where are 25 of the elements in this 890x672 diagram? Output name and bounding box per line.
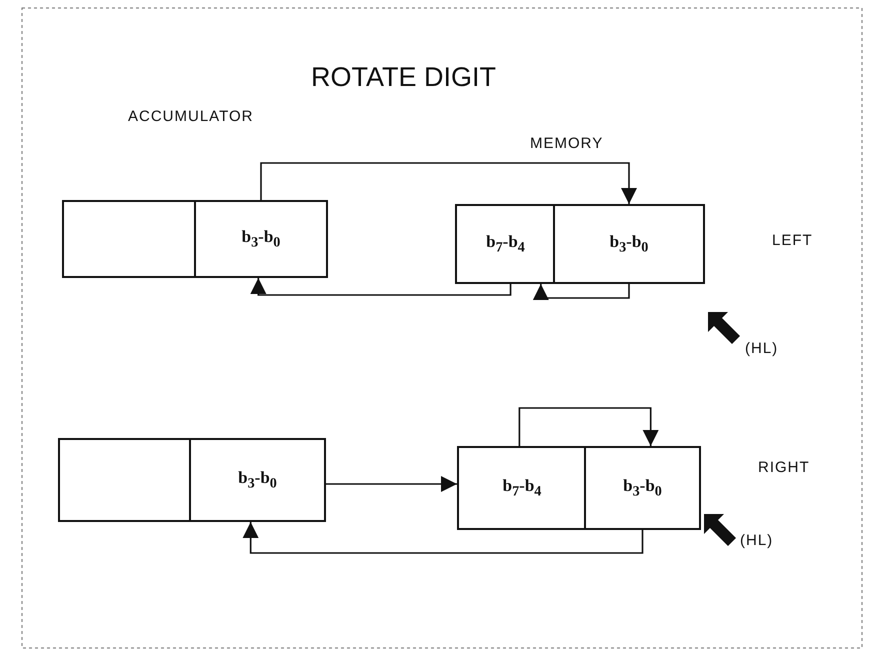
arrow xyxy=(242,522,644,554)
register-pair-label: (HL) xyxy=(745,340,778,357)
register-label: MEMORY xyxy=(530,135,604,152)
bit-range-label: b$_{7}$-b$_{4}$ xyxy=(486,232,525,256)
bit-range-label: b$_{3}$-b$_{0}$ xyxy=(242,226,280,252)
bit-range-label: b$_{3}$-b$_{0}$ xyxy=(238,468,277,492)
arrow xyxy=(518,407,659,446)
arrow xyxy=(532,284,630,300)
register-label: ACCUMULATOR xyxy=(128,108,254,125)
register-cell xyxy=(194,200,328,278)
register-cell xyxy=(553,204,705,284)
register-cell xyxy=(457,446,587,530)
arrow xyxy=(250,278,512,296)
bit-range-label: b$_{7}$-b$_{4}$ xyxy=(502,476,542,500)
direction-label: LEFT xyxy=(772,232,813,249)
register-pair-label: (HL) xyxy=(740,532,774,549)
bit-range-label: b$_{3}$-b$_{0}$ xyxy=(610,232,648,256)
arrow xyxy=(326,476,457,492)
register-cell xyxy=(584,446,701,530)
bit-range-label: b$_{3}$-b$_{0}$ xyxy=(623,476,662,500)
direction-label: RIGHT xyxy=(758,459,810,476)
arrow xyxy=(260,162,637,204)
register-cell xyxy=(455,204,556,284)
title: ROTATE DIGIT xyxy=(311,62,496,93)
register-cell xyxy=(189,438,326,522)
